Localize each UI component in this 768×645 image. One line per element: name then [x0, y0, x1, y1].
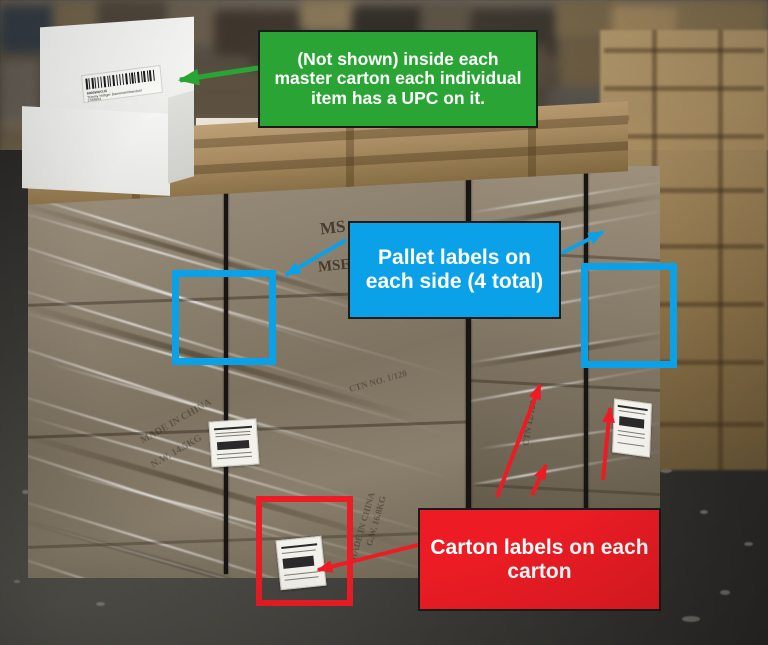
- callout-pallet-labels: Pallet labels on each side (4 total): [348, 221, 561, 319]
- master-carton-front-face: [22, 106, 170, 196]
- callout-carton-labels: Carton labels on each carton: [418, 508, 661, 611]
- highlight-pallet-label-right: [581, 263, 677, 368]
- handwritten-mark-ms: MS: [318, 216, 347, 239]
- highlight-carton-label: [256, 496, 353, 606]
- pallet-label-side: [612, 398, 652, 458]
- highlight-pallet-label-left: [172, 270, 276, 365]
- master-carton: 8000WUOJ5 Tommy Hilfiger Damenarmbanduhr…: [22, 16, 194, 196]
- strapping-band-corner: [466, 132, 471, 572]
- pallet-label-front: [208, 418, 260, 468]
- master-carton-right-face: [168, 90, 194, 184]
- handwritten-mark-mse: MSE: [317, 256, 352, 276]
- callout-upc: (Not shown) inside each master carton ea…: [258, 30, 538, 128]
